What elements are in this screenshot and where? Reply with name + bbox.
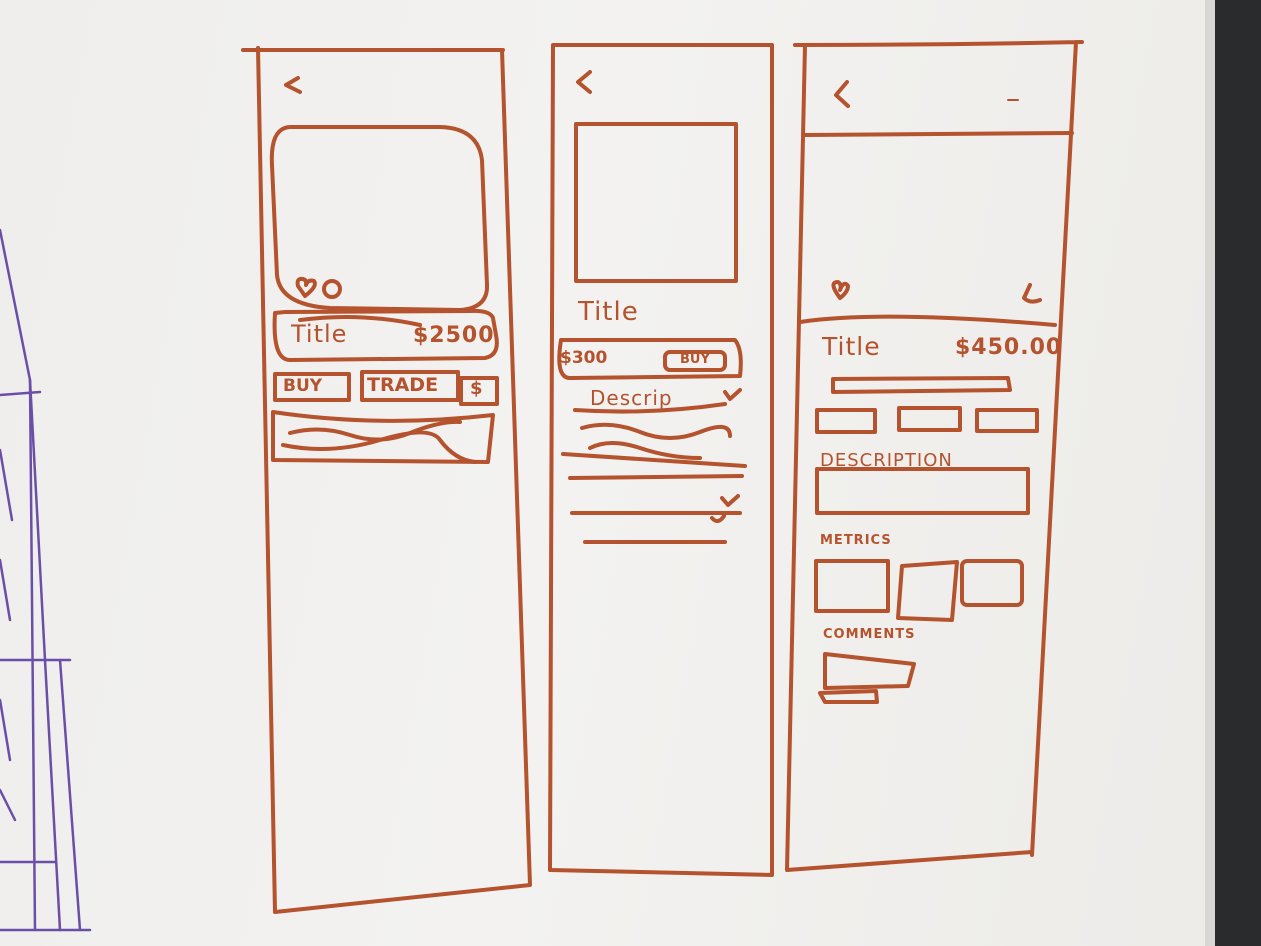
extra-button-box [459,376,499,406]
metric-box [960,559,1024,607]
comment-box [823,652,916,690]
screen2-title: Title [578,297,639,327]
chevron-icon [720,494,740,507]
description-heading: DESCRIPTION [820,450,953,471]
chevron-icon [710,514,726,523]
screen1-title: Title [291,320,348,348]
screen-3-wireframe [785,40,1084,872]
option-box [897,406,962,432]
option-box [815,408,877,434]
screen2-price: $300 [560,348,608,368]
buy-button-box [663,350,727,372]
back-icon [834,80,850,108]
screen-2-wireframe [548,43,774,877]
screen1-price: $2500 [413,323,495,348]
description-label: Descrip [590,386,673,410]
buy-button-box [273,372,351,402]
metrics-heading: METRICS [820,533,892,548]
title-price-card [272,308,499,362]
image-placeholder [269,125,490,312]
input-bar [831,376,1012,394]
board-frame [1212,0,1261,946]
screen3-price: $450.00 [955,335,1063,360]
metric-box [814,559,890,613]
back-icon [576,70,592,94]
purple-sketch [0,228,92,932]
comment-box [818,689,879,704]
description-box [815,467,1030,515]
screen3-title: Title [822,332,881,361]
option-box [975,408,1039,433]
comment-icon [322,279,342,299]
image-placeholder [574,122,738,283]
screen-1-wireframe [241,46,532,914]
heart-icon [295,276,317,298]
back-icon [284,76,302,94]
buy-button[interactable]: BUY [680,352,710,367]
heart-icon [831,280,850,300]
comments-heading: COMMENTS [823,627,916,642]
extra-button[interactable]: $ [470,378,483,399]
metric-box [896,560,959,622]
chevron-icon [723,388,742,401]
buy-button[interactable]: BUY [283,376,323,396]
trade-button[interactable]: TRADE [367,374,439,396]
trade-button-box [360,370,460,402]
description-card [271,410,495,464]
share-icon [1022,283,1042,304]
price-card [557,338,743,380]
